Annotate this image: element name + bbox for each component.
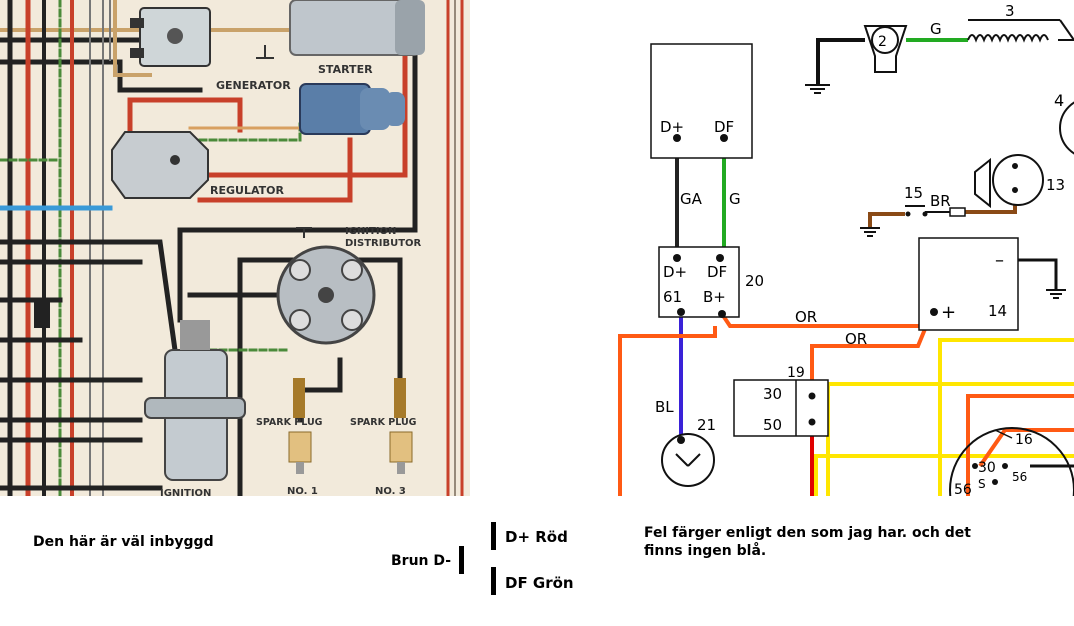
dplus-marker (491, 522, 496, 550)
regulator-component: REGULATOR (111, 131, 284, 199)
battery-plus-label: + (941, 302, 956, 323)
right-diagram: D+ DF GA G D+ DF 61 B+ 20 OR OR BL 21 30… (618, 2, 1074, 553)
wire-yellow-3 (814, 454, 1074, 496)
g-coil-label: G (930, 20, 942, 38)
spark-plug-3-label: SPARK PLUG (350, 417, 417, 428)
charge-lamp (661, 433, 715, 487)
fuse-component (34, 298, 50, 328)
ignition-distributor-component: IGNITION DISTRIBUTOR (276, 226, 422, 345)
g-wire-label: G (729, 190, 741, 208)
dist-30-label: 30 (978, 460, 996, 476)
left-wires (0, 0, 418, 499)
starter-component: STARTER (256, 0, 425, 76)
component-4-label: 4 (1054, 91, 1064, 110)
generator-label: GENERATOR (216, 79, 291, 92)
wire-or-1 (720, 310, 934, 328)
wire-orange-dist (978, 428, 1074, 468)
reg-df-label: DF (707, 263, 727, 281)
horn-body (992, 154, 1044, 206)
wire-batt-ground (1054, 258, 1058, 290)
gen-df-label: DF (714, 118, 734, 136)
bl-wire-label: BL (655, 398, 674, 416)
reg-61-label: 61 (663, 288, 682, 306)
relay-component (130, 7, 211, 67)
sw-15-label: 15 (904, 184, 923, 202)
note-df-gron: DF Grön (505, 574, 574, 592)
horn-bell (974, 157, 991, 209)
gen-dplus-label: D+ (660, 118, 684, 136)
left-diagram: STARTER GENERATOR REGULATOR IGNITION DIS… (0, 0, 470, 499)
dist-56-left-label: 56 (954, 482, 972, 498)
note-inbyggd: Den här är väl inbyggd (33, 534, 214, 550)
generator-box (650, 43, 753, 159)
spark-plug-1: SPARK PLUG NO. 1 (256, 378, 323, 497)
note-fel-farger: Fel färger enligt den som jag har. och d… (644, 525, 971, 559)
switch-30-label: 30 (763, 385, 782, 403)
note-brun-dminus: Brun D- (391, 553, 452, 569)
no-1-label: NO. 1 (287, 486, 318, 497)
switch-50-label: 50 (763, 416, 782, 434)
notes-area (0, 496, 1074, 626)
no-3-label: NO. 3 (375, 486, 406, 497)
component-4-body (1059, 101, 1074, 155)
dist-s-label: S (978, 477, 986, 491)
lamp-number-label: 21 (697, 416, 716, 434)
ignition-switch-box (733, 379, 829, 437)
resistor-number-label: 3 (1005, 2, 1015, 20)
starter-label: STARTER (318, 63, 373, 76)
battery-number-label: 14 (988, 302, 1007, 320)
wire-orange-right (966, 394, 1074, 496)
wire-yellow-1 (938, 338, 1074, 496)
df-marker (491, 567, 496, 595)
br-wire-label: BR (930, 192, 951, 210)
wire-or-2 (810, 311, 934, 384)
ignition-label: IGNITION (160, 488, 211, 499)
wire-brown-left (868, 212, 905, 228)
ignition-distributor-label-2: DISTRIBUTOR (345, 238, 422, 249)
br-resistor (949, 207, 966, 217)
spark-plug-3: SPARK PLUG NO. 3 (350, 378, 417, 497)
ignition-distributor-label-1: IGNITION (345, 226, 396, 237)
battery-minus-label: – (995, 250, 1004, 271)
wire-black-top (816, 38, 865, 85)
distributor-number-label: 16 (1015, 432, 1033, 448)
reg-dplus-label: D+ (663, 263, 687, 281)
spark-plug-1-label: SPARK PLUG (256, 417, 323, 428)
regulator-box (658, 246, 740, 318)
note-dplus-rod: D+ Röd (505, 528, 568, 546)
switch-number-label: 19 (787, 365, 805, 381)
resistor-3-coil (967, 34, 1049, 43)
reg-number-label: 20 (745, 272, 764, 290)
dist-56-top-label: 56 (1012, 470, 1027, 484)
ga-wire-label: GA (680, 190, 703, 208)
wire-orange-left (618, 326, 717, 496)
or-label-1: OR (795, 308, 817, 326)
horn-number-label: 13 (1046, 176, 1065, 194)
brun-marker (459, 546, 464, 574)
reg-bplus-label: B+ (703, 288, 726, 306)
coil-number-label: 2 (878, 34, 887, 50)
regulator-label: REGULATOR (210, 184, 284, 197)
ignition-coil-component: IGNITION (144, 320, 246, 499)
generator-component: GENERATOR (216, 79, 405, 135)
or-label-2: OR (845, 330, 867, 348)
